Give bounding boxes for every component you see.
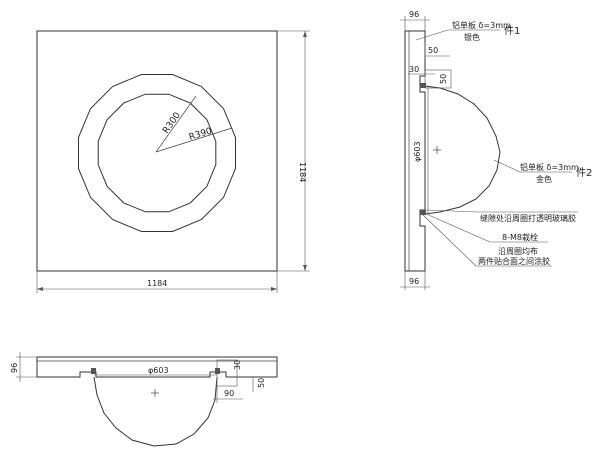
front-panel-outline xyxy=(36,30,278,272)
leader-part1 xyxy=(415,29,449,41)
dim-50-box xyxy=(424,69,452,89)
bottom-dim-box xyxy=(216,359,238,387)
label-dim-30: 30 xyxy=(409,65,419,74)
label-r390: R390 xyxy=(188,126,214,142)
bottom-plate-outline xyxy=(36,356,278,378)
label-dim-50-box: 50 xyxy=(439,74,448,84)
bottom-bolt-right xyxy=(215,368,220,374)
dim-arrow-left xyxy=(37,287,43,291)
bolt-top xyxy=(420,83,426,88)
label-part1: 件1 xyxy=(504,25,520,37)
label-part1-material: 铝单板 δ=3mm xyxy=(452,20,511,30)
label-part2-material: 铝单板 δ=3mm xyxy=(520,162,579,172)
label-bottom-90: 90 xyxy=(224,389,234,398)
note-glue: 两件贴合面之间涂胶 xyxy=(478,256,550,266)
label-r300: R300 xyxy=(161,111,183,136)
label-bottom-30: 30 xyxy=(233,360,242,370)
bottom-bolt-left xyxy=(91,368,96,374)
side-bowl-outline xyxy=(424,85,501,215)
label-bottom-diameter: φ603 xyxy=(148,366,169,375)
label-width-1184: 1184 xyxy=(147,279,167,288)
leader-bolt xyxy=(423,212,491,243)
note-seam: 缝隙处沿周圈打透明玻璃胶 xyxy=(480,213,576,223)
dim-arrow-bottom xyxy=(303,265,307,271)
radius-line-r300 xyxy=(155,95,197,153)
bolt-bottom xyxy=(420,210,426,215)
label-bottom-50: 50 xyxy=(257,378,266,388)
label-dim-50-top: 50 xyxy=(428,46,438,55)
leader-seam xyxy=(425,209,479,213)
label-side-bottom-96: 96 xyxy=(409,277,419,286)
side-view: 96 φ603 50 30 50 铝单板 δ=3mm 银色 件1 铝单板 δ=3… xyxy=(400,10,592,290)
label-part2: 件2 xyxy=(576,167,592,179)
label-side-diameter: φ603 xyxy=(413,141,422,162)
label-part2-color: 金色 xyxy=(536,174,552,184)
label-side-top-96: 96 xyxy=(409,10,419,19)
leader-part2 xyxy=(493,159,521,173)
dim-arrow-top xyxy=(303,31,307,37)
label-bottom-left-96: 96 xyxy=(10,363,19,373)
bottom-bowl-outline xyxy=(93,376,218,447)
label-height-1184: 1184 xyxy=(298,162,307,182)
front-view: R300 R390 1184 1184 xyxy=(36,30,310,293)
dim-arrow-right xyxy=(271,287,277,291)
radius-line-r390 xyxy=(155,127,233,153)
note-bolt: 8-M8栽栓 xyxy=(502,232,538,242)
bottom-view: 96 φ603 30 50 90 xyxy=(10,352,278,447)
leader-glue xyxy=(421,213,477,267)
outer-polygon xyxy=(78,74,236,232)
inner-polygon xyxy=(97,93,217,213)
label-part1-color: 银色 xyxy=(464,32,480,42)
note-bolt-sub: 沿周圈均布 xyxy=(498,246,538,256)
